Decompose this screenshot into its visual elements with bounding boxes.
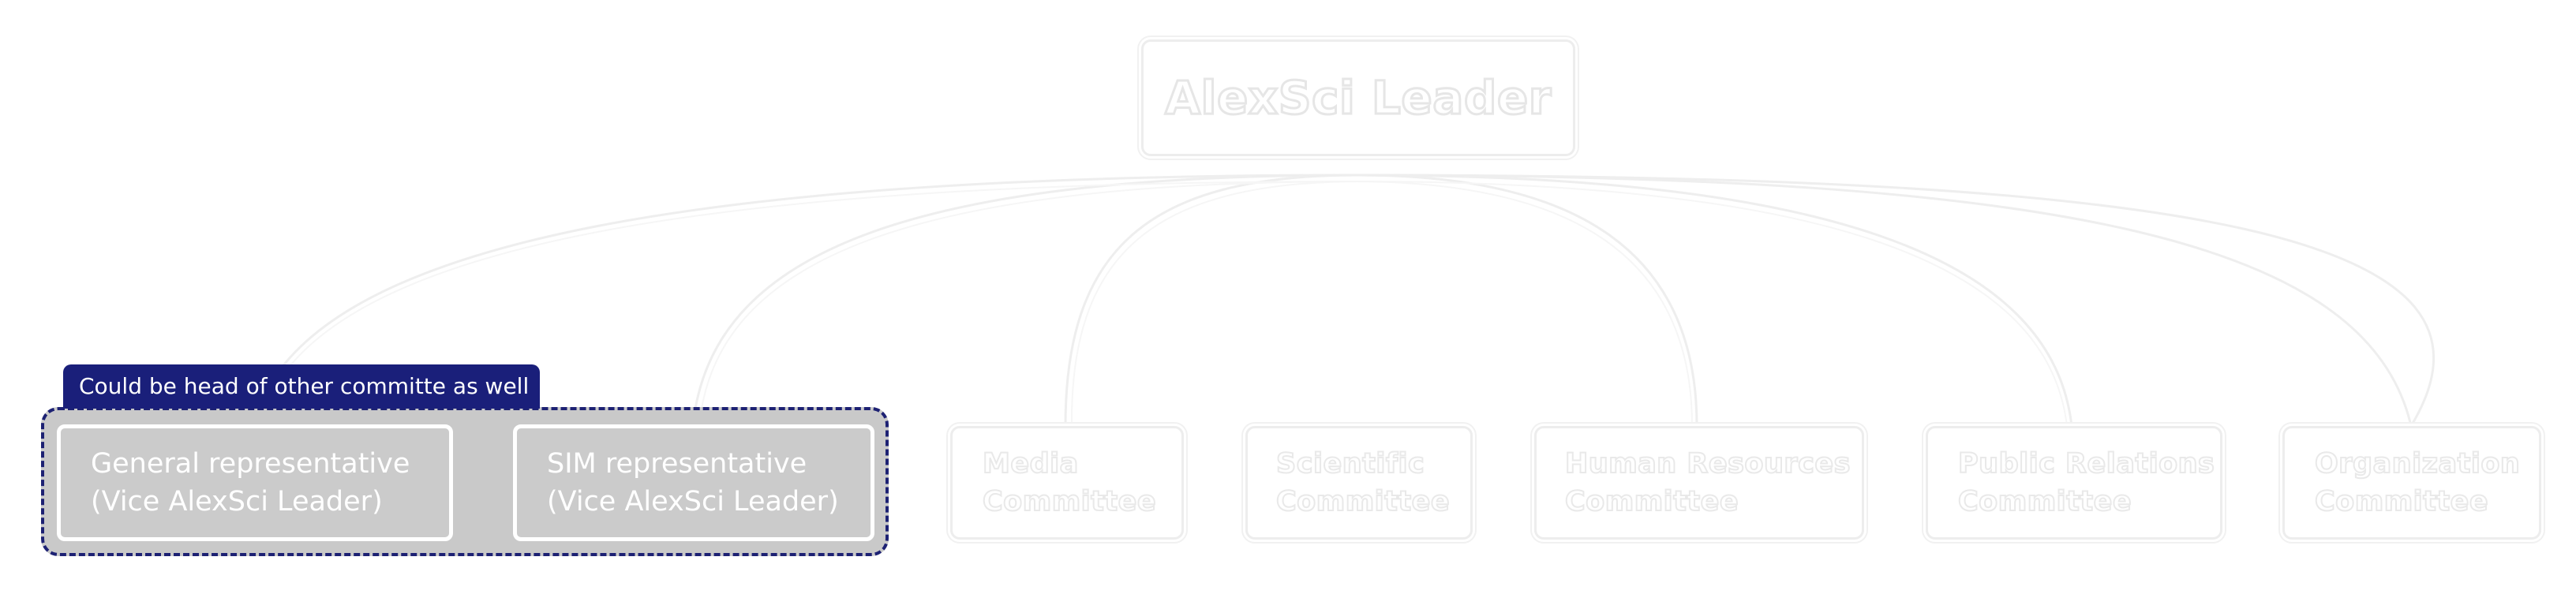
- node-media-committee-label: Media Committee: [982, 447, 1157, 518]
- node-sim-representative-label: SIM representative (Vice AlexSci Leader): [547, 448, 839, 517]
- edge-root-hr: [1357, 174, 2073, 427]
- edge-root-media: [1064, 174, 1358, 427]
- node-pr-committee-label: Public Relations Committee: [1957, 447, 2215, 518]
- node-organization-committee-label: Organization Committee: [2314, 447, 2521, 518]
- edge-root-general: [251, 174, 1358, 427]
- node-general-representative-label: General representative (Vice AlexSci Lea…: [91, 448, 410, 517]
- edge-root-pr: [1357, 174, 2413, 427]
- node-pr-committee: Public Relations Committee: [1926, 426, 2222, 540]
- edge-root-sim: [691, 174, 1358, 427]
- group-note-label: Could be head of other committe as well: [79, 373, 530, 399]
- root-node-alexsci-leader: AlexSci Leader: [1141, 39, 1575, 156]
- node-scientific-committee-label: Scientific Committee: [1275, 447, 1451, 518]
- edge-root-organization: [1357, 174, 2435, 427]
- node-general-representative: General representative (Vice AlexSci Lea…: [57, 424, 453, 541]
- node-sim-representative: SIM representative (Vice AlexSci Leader): [513, 424, 874, 541]
- node-hr-committee: Human Resources Committee: [1534, 426, 1864, 540]
- node-organization-committee: Organization Committee: [2282, 426, 2541, 540]
- node-scientific-committee: Scientific Committee: [1245, 426, 1473, 540]
- node-hr-committee-label: Human Resources Committee: [1564, 447, 1851, 518]
- root-node-label: AlexSci Leader: [1164, 70, 1552, 126]
- group-note-tag: Could be head of other committe as well: [63, 364, 540, 409]
- node-media-committee: Media Committee: [950, 426, 1184, 540]
- edge-root-scientific: [1357, 174, 1698, 427]
